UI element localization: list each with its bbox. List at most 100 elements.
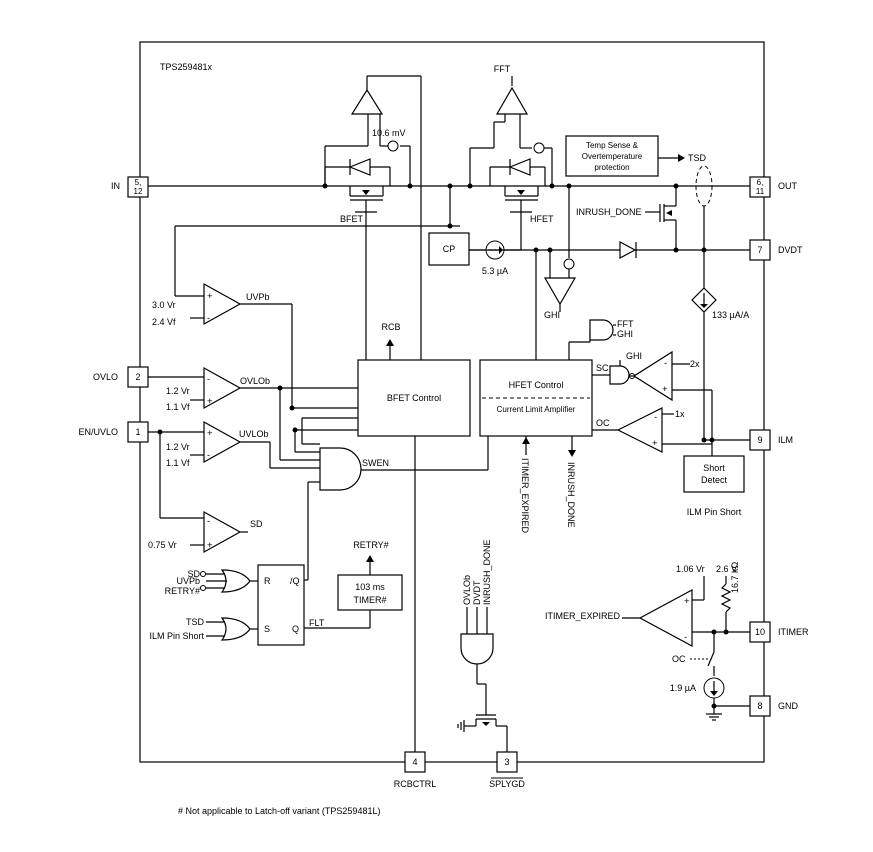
uvpb-label: UVPb [246,292,270,302]
pin-gnd[interactable]: 8 GND [749,695,799,717]
pin-in[interactable]: 5, 12 IN [111,176,149,198]
current-1p9: 1.9 µA [670,683,696,693]
oc-label: OC [596,418,610,428]
pin-en-num: 1 [135,427,140,437]
sc-label: SC [596,363,609,373]
gain-2x: 2x [690,359,700,369]
inrush-done-v: INRUSH_DONE [566,462,576,528]
pin-itimer-num: 10 [755,627,765,637]
tsd-l3: protection [594,163,629,172]
svg-text:+: + [652,438,658,449]
pin-splygd[interactable]: 3 SPLYGD [489,751,525,789]
footnote: # Not applicable to Latch-off variant (T… [178,806,380,816]
and-dvdt: DVDT [472,580,482,605]
pin-splygd-name: SPLYGD [489,779,525,789]
current-limit-amp: Current Limit Amplifier [497,405,576,414]
short-l1: Short [703,463,725,473]
pin-out-num2: 11 [756,187,765,196]
pin-dvdt-name: DVDT [778,245,803,255]
pin-en-uvlo[interactable]: 1 EN/UVLO [78,421,149,443]
pin-ovlo-name: OVLO [93,372,118,382]
pin-ilm[interactable]: 9 ILM [749,429,793,451]
hfet-label: HFET [530,214,554,224]
pin-splygd-num: 3 [504,757,509,767]
pin-ilm-name: ILM [778,435,793,445]
sr-q: Q [292,624,299,634]
v-1p06: 1.06 Vr [676,564,705,574]
r-16p7k: 16.7 kΩ [730,561,740,593]
ilm-pin-short: ILM Pin Short [687,507,742,517]
pin-itimer[interactable]: 10 ITIMER [749,621,809,643]
or1-uvpb: UVPb [176,576,200,586]
pin-rcb-num: 4 [412,757,417,767]
bfet-label: BFET [340,214,364,224]
svg-text:-: - [654,412,657,423]
tsd-l2: Overtemperature [582,152,643,161]
cp-label: CP [443,244,456,254]
uvlob-label: UVLOb [239,429,269,439]
and-inrush: INRUSH_DONE [482,539,492,605]
pin-en-name: EN/UVLO [78,427,118,437]
oc-switch: OC [672,654,686,664]
pin-dvdt[interactable]: 7 DVDT [749,239,803,261]
pin-out[interactable]: 6, 11 OUT [749,176,798,198]
svg-text:-: - [684,632,687,643]
v-0p75: 0.75 Vr [148,540,177,550]
part-name: TPS259481x [160,62,213,72]
short-l2: Detect [701,475,728,485]
sd-out: SD [250,519,263,529]
retry-label: RETRY# [353,540,388,550]
pin-ilm-num: 9 [757,435,762,445]
svg-text:-: - [664,358,667,369]
ghi-label: GHI [544,310,560,320]
svg-text:-: - [207,516,210,527]
gain-1x: 1x [675,409,685,419]
sr-r: R [264,576,271,586]
svg-text:+: + [207,428,213,439]
sr-s: S [264,624,270,634]
flt-label: FLT [309,618,325,628]
svg-text:-: - [207,313,210,324]
tsd-l1: Temp Sense & [586,141,639,150]
svg-text:+: + [207,540,213,551]
pin-out-num: 6, [757,178,764,187]
svg-text:+: + [207,291,213,302]
v-2p6: 2.6 V [716,564,737,574]
pin-itimer-name: ITIMER [778,627,809,637]
or1-retry: RETRY# [165,586,200,596]
or2-tsd: TSD [186,617,205,627]
pin-in-num2: 12 [134,187,143,196]
v-2p4: 2.4 Vf [152,317,176,327]
and-fft: FFT [617,319,634,329]
svg-text:+: + [207,396,213,407]
pin-out-name: OUT [778,181,798,191]
svg-text:+: + [662,384,668,395]
or2-ilm: ILM Pin Short [149,631,204,641]
pin-ovlo[interactable]: 2 OVLO [93,366,149,388]
or1-sd: SD [187,569,200,579]
tsd-out: TSD [688,153,707,163]
v-1p2a: 1.2 Vr [166,386,190,396]
swen-label: SWEN [362,458,389,468]
fft-label: FFT [494,64,511,74]
v-3p0: 3.0 Vr [152,300,176,310]
inrush-done-label: INRUSH_DONE [576,207,642,217]
mv-label: 10.6 mV [372,128,406,138]
v-1p2b: 1.2 Vr [166,442,190,452]
pin-rcbctrl[interactable]: 4 RCBCTRL [394,751,437,789]
sr-qb: /Q [290,576,300,586]
pin-in-num: 5, [135,178,142,187]
v-1p1b: 1.1 Vf [166,458,190,468]
svg-text:-: - [207,374,210,385]
v-1p1a: 1.1 Vf [166,402,190,412]
svg-text:-: - [207,450,210,461]
hfet-control: HFET Control [509,380,564,390]
timer-l1: 103 ms [355,582,385,592]
rcb-label: RCB [381,322,400,332]
sc-ghi: GHI [626,351,642,361]
current-5p3: 5.3 µA [482,266,508,276]
itimer-expired: ITIMER_EXPIRED [545,611,621,621]
ovlob-label: OVLOb [240,376,270,386]
bfet-control: BFET Control [387,393,441,403]
